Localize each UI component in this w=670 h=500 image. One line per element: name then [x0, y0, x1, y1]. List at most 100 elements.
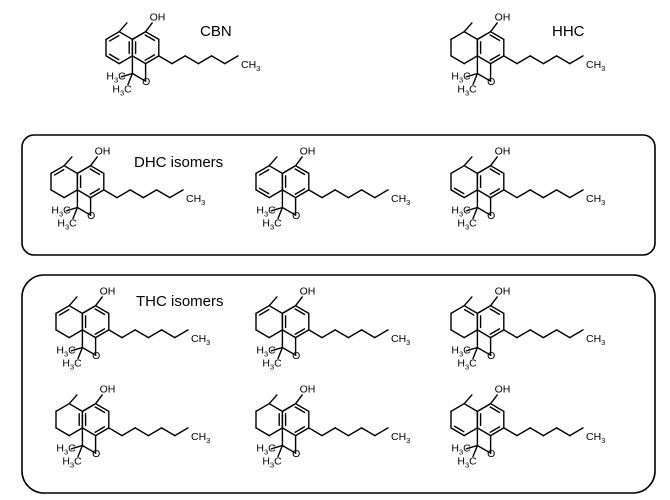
ring-oxygen-label: O — [292, 448, 300, 460]
thc-isomers-label: THC isomers — [136, 293, 224, 310]
gem-methyl-label: H3C — [256, 205, 276, 219]
gem-methyl-label: H3C — [457, 358, 477, 372]
pentyl-bond — [334, 427, 350, 437]
pyran-bond — [281, 346, 297, 356]
pentyl-bond — [121, 427, 136, 437]
terminal-ch3-label: CH3 — [391, 193, 410, 207]
pentyl-bond — [210, 55, 226, 65]
ring-a-double-bond — [108, 53, 120, 61]
pyran-bond — [81, 346, 97, 356]
gem-methyl-bond — [465, 206, 479, 212]
ring-c-double-bond — [489, 328, 501, 335]
ring-c-bond — [94, 329, 110, 339]
ring-c-double-bond — [489, 168, 501, 176]
ring-c-bond — [294, 189, 310, 199]
gem-methyl-label: H3C — [457, 456, 477, 470]
gem-methyl-label: H3C — [112, 84, 132, 98]
pentyl-bond — [142, 189, 158, 199]
ring-c-bond — [294, 164, 310, 175]
ring-c-double-bond — [89, 188, 101, 195]
pentyl-bond — [224, 55, 239, 65]
hydroxyl-label: OH — [300, 286, 316, 298]
ring-a-bond — [268, 304, 284, 315]
hydroxyl-label: OH — [300, 146, 316, 158]
ring-a-bond — [255, 427, 270, 437]
pentyl-bond — [197, 55, 213, 65]
ring-oxygen-label: O — [92, 448, 100, 460]
hydroxyl-label: OH — [495, 146, 511, 158]
gem-methyl-label: H3C — [262, 358, 282, 372]
gem-methyl-label: H3C — [451, 443, 471, 457]
pentyl-bond — [555, 189, 571, 199]
gem-methyl-bond — [270, 346, 284, 352]
ring-a-bond — [63, 164, 79, 175]
gem-methyl-label: H3C — [51, 205, 71, 219]
ring-c-double-bond — [489, 54, 501, 61]
pentyl-bond — [555, 55, 571, 65]
ring-a-bond — [118, 55, 134, 65]
dhc-isomers-panel — [21, 134, 656, 256]
ring-c-double-bond — [294, 308, 306, 316]
ring-oxygen-label: O — [487, 448, 495, 460]
hydroxyl-label: OH — [300, 384, 316, 396]
methyl-bond — [68, 394, 78, 405]
gem-methyl-bond — [465, 72, 479, 78]
ring-c-bond — [144, 30, 160, 41]
hydroxyl-label: OH — [150, 12, 166, 24]
ring-a-bond — [463, 427, 479, 437]
ring-c-bond — [89, 189, 105, 199]
ring-c-double-bond — [144, 54, 156, 61]
pentyl-bond — [516, 329, 531, 339]
pentyl-bond — [516, 55, 531, 65]
pentyl-bond — [147, 329, 163, 339]
ring-c-bond — [489, 304, 505, 315]
pyran-bond — [281, 444, 297, 454]
ring-c-double-bond — [489, 34, 501, 42]
pentyl-bond — [542, 189, 558, 199]
gem-methyl-bond — [472, 444, 479, 458]
ring-c-bond — [476, 164, 492, 175]
ring-a-bond — [55, 304, 70, 315]
pyran-bond — [476, 346, 492, 356]
gem-methyl-bond — [77, 444, 84, 458]
gem-methyl-bond — [270, 444, 284, 450]
gem-methyl-bond — [472, 206, 479, 220]
ring-a-bond — [255, 329, 270, 339]
methyl-bond — [118, 22, 128, 33]
pentyl-bond — [158, 55, 173, 65]
hydroxyl-bond — [489, 296, 498, 307]
ring-c-bond — [294, 427, 310, 437]
hydroxyl-label: OH — [495, 286, 511, 298]
ring-c-bond — [281, 304, 297, 315]
ring-c-bond — [489, 402, 505, 413]
ring-a-double-bond — [258, 308, 270, 316]
pyran-bond — [76, 206, 92, 216]
pentyl-bond — [129, 189, 145, 199]
ring-a-bond — [463, 55, 479, 65]
ring-c-double-bond — [294, 168, 306, 176]
ring-c-bond — [144, 55, 160, 65]
ring-a-bond — [68, 329, 84, 339]
pentyl-bond — [169, 189, 184, 199]
gem-methyl-bond — [77, 346, 84, 360]
pentyl-bond — [360, 427, 376, 437]
terminal-ch3-label: CH3 — [586, 59, 605, 73]
ring-c-bond — [131, 55, 147, 65]
gem-methyl-bond — [472, 346, 479, 360]
ring-a-bond — [105, 55, 120, 65]
pentyl-bond — [569, 55, 584, 65]
ring-a-bond — [450, 329, 465, 339]
pentyl-bond — [134, 329, 150, 339]
ring-a-bond — [268, 427, 284, 437]
gem-methyl-label: H3C — [457, 218, 477, 232]
ring-a-double-bond — [58, 308, 70, 316]
pentyl-bond — [155, 189, 171, 199]
ring-a-bond — [268, 164, 284, 175]
ring-c-double-bond — [294, 406, 306, 414]
pentyl-bond — [347, 189, 363, 199]
gem-methyl-bond — [277, 206, 284, 220]
gem-methyl-label: H3C — [451, 345, 471, 359]
hydroxyl-label: OH — [495, 12, 511, 24]
